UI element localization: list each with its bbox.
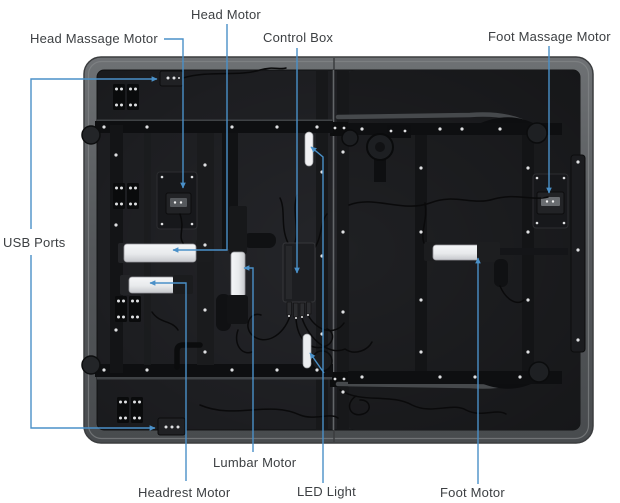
leader-head-motor xyxy=(172,24,228,253)
label-foot-massage-motor: Foot Massage Motor xyxy=(488,29,611,44)
center-fold-seam xyxy=(316,70,349,430)
head-massage-motor-component xyxy=(156,171,198,230)
corner-pipe xyxy=(174,342,203,370)
label-head-massage-motor: Head Massage Motor xyxy=(30,31,158,46)
leader-head-massage-motor xyxy=(164,38,186,189)
leader-lines xyxy=(30,24,552,484)
label-usb-ports: USB Ports xyxy=(3,235,66,250)
leader-usb-bottom xyxy=(30,255,156,431)
leader-led-light-main xyxy=(310,146,324,483)
leader-led-light-branch xyxy=(309,352,325,374)
foot-massage-motor-component xyxy=(532,173,569,229)
label-control-box: Control Box xyxy=(263,30,334,45)
label-lumbar-motor: Lumbar Motor xyxy=(213,455,297,470)
foot-section-frame xyxy=(335,112,586,389)
usb-port-top xyxy=(159,70,184,87)
leader-lumbar-motor xyxy=(243,265,254,452)
label-headrest-motor: Headrest Motor xyxy=(138,485,231,500)
label-foot-motor: Foot Motor xyxy=(440,485,505,500)
label-head-motor: Head Motor xyxy=(191,7,261,22)
leader-usb-top xyxy=(30,76,158,229)
frame-screws xyxy=(102,125,580,394)
cables xyxy=(151,67,549,419)
leader-headrest-motor xyxy=(149,280,187,481)
foot-motor-component xyxy=(424,242,508,287)
lumbar-motor-component xyxy=(227,206,248,324)
usb-port-bottom xyxy=(157,417,186,436)
label-led-light: LED Light xyxy=(297,484,356,499)
